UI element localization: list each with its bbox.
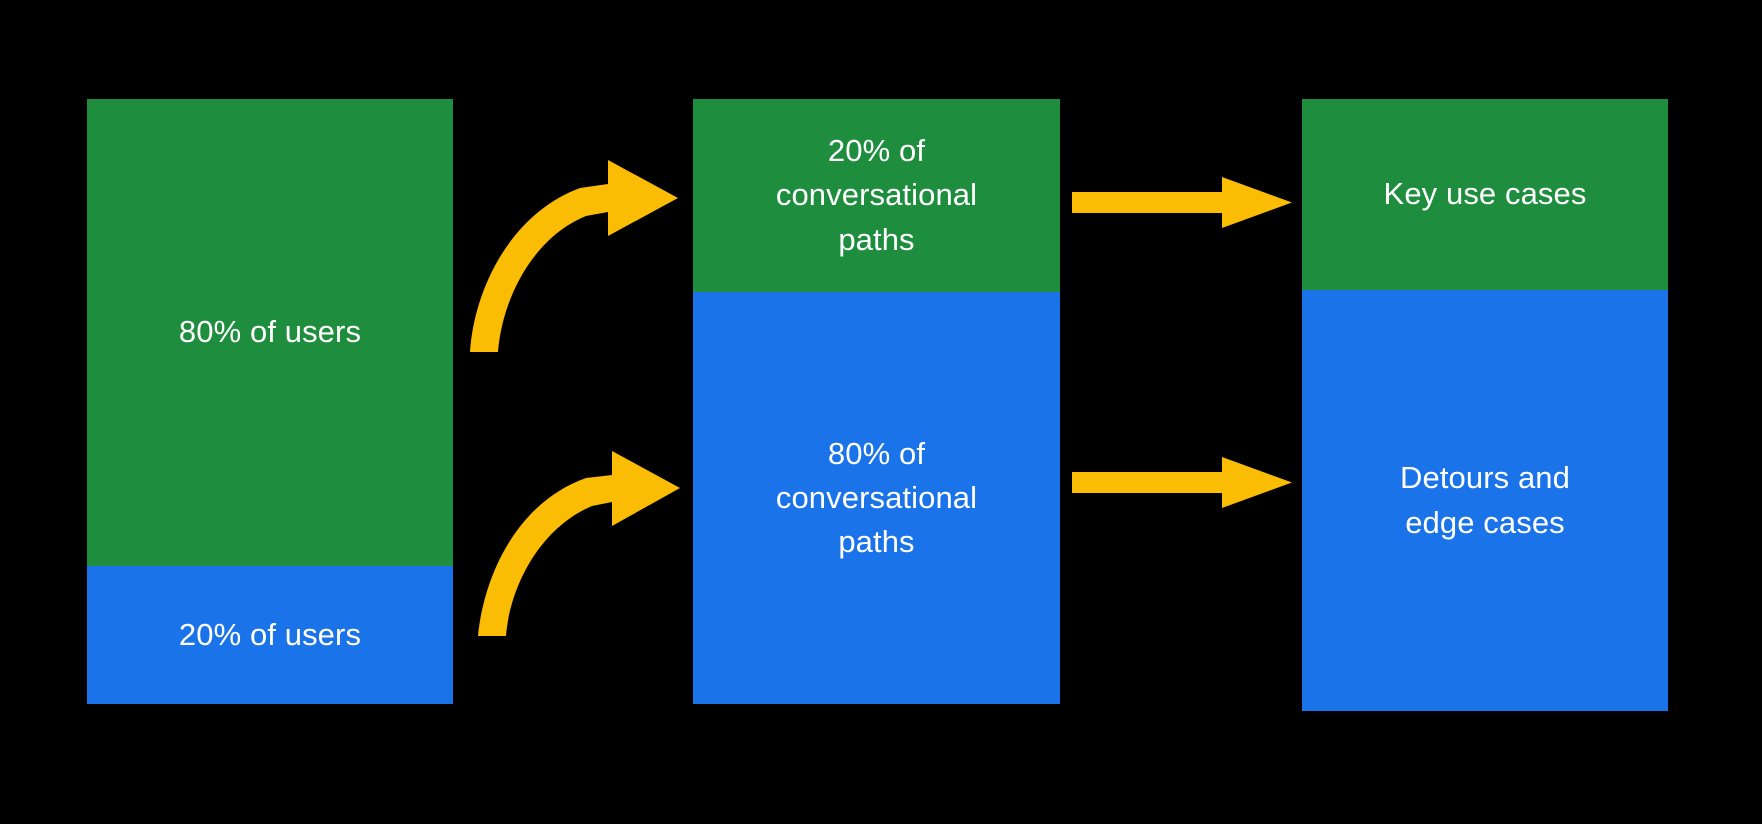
segment-label: Key use cases [1383,176,1587,212]
straight-arrow-icon-top [1072,177,1292,228]
column-users: 80% of users 20% of users [87,99,453,704]
segment-label: 80% of conversational paths [775,435,978,559]
segment-80-percent-paths[interactable]: 80% of conversational paths [693,292,1060,704]
segment-label: 80% of users [178,314,362,350]
segment-label: Detours and edge cases [1400,460,1570,540]
column-outcomes: Key use cases Detours and edge cases [1302,99,1668,711]
segment-20-percent-paths[interactable]: 20% of conversational paths [693,99,1060,292]
segment-20-percent-users[interactable]: 20% of users [87,566,453,704]
straight-arrow-icon-bottom [1072,457,1292,508]
curved-arrow-icon-top [470,160,678,352]
segment-label: 20% of conversational paths [775,133,978,257]
segment-label: 20% of users [178,616,362,652]
segment-detours-edge-cases[interactable]: Detours and edge cases [1302,290,1668,711]
curved-arrow-icon-bottom [478,451,680,636]
segment-key-use-cases[interactable]: Key use cases [1302,99,1668,290]
column-conversational-paths: 20% of conversational paths 80% of conve… [693,99,1060,704]
segment-80-percent-users[interactable]: 80% of users [87,99,453,566]
